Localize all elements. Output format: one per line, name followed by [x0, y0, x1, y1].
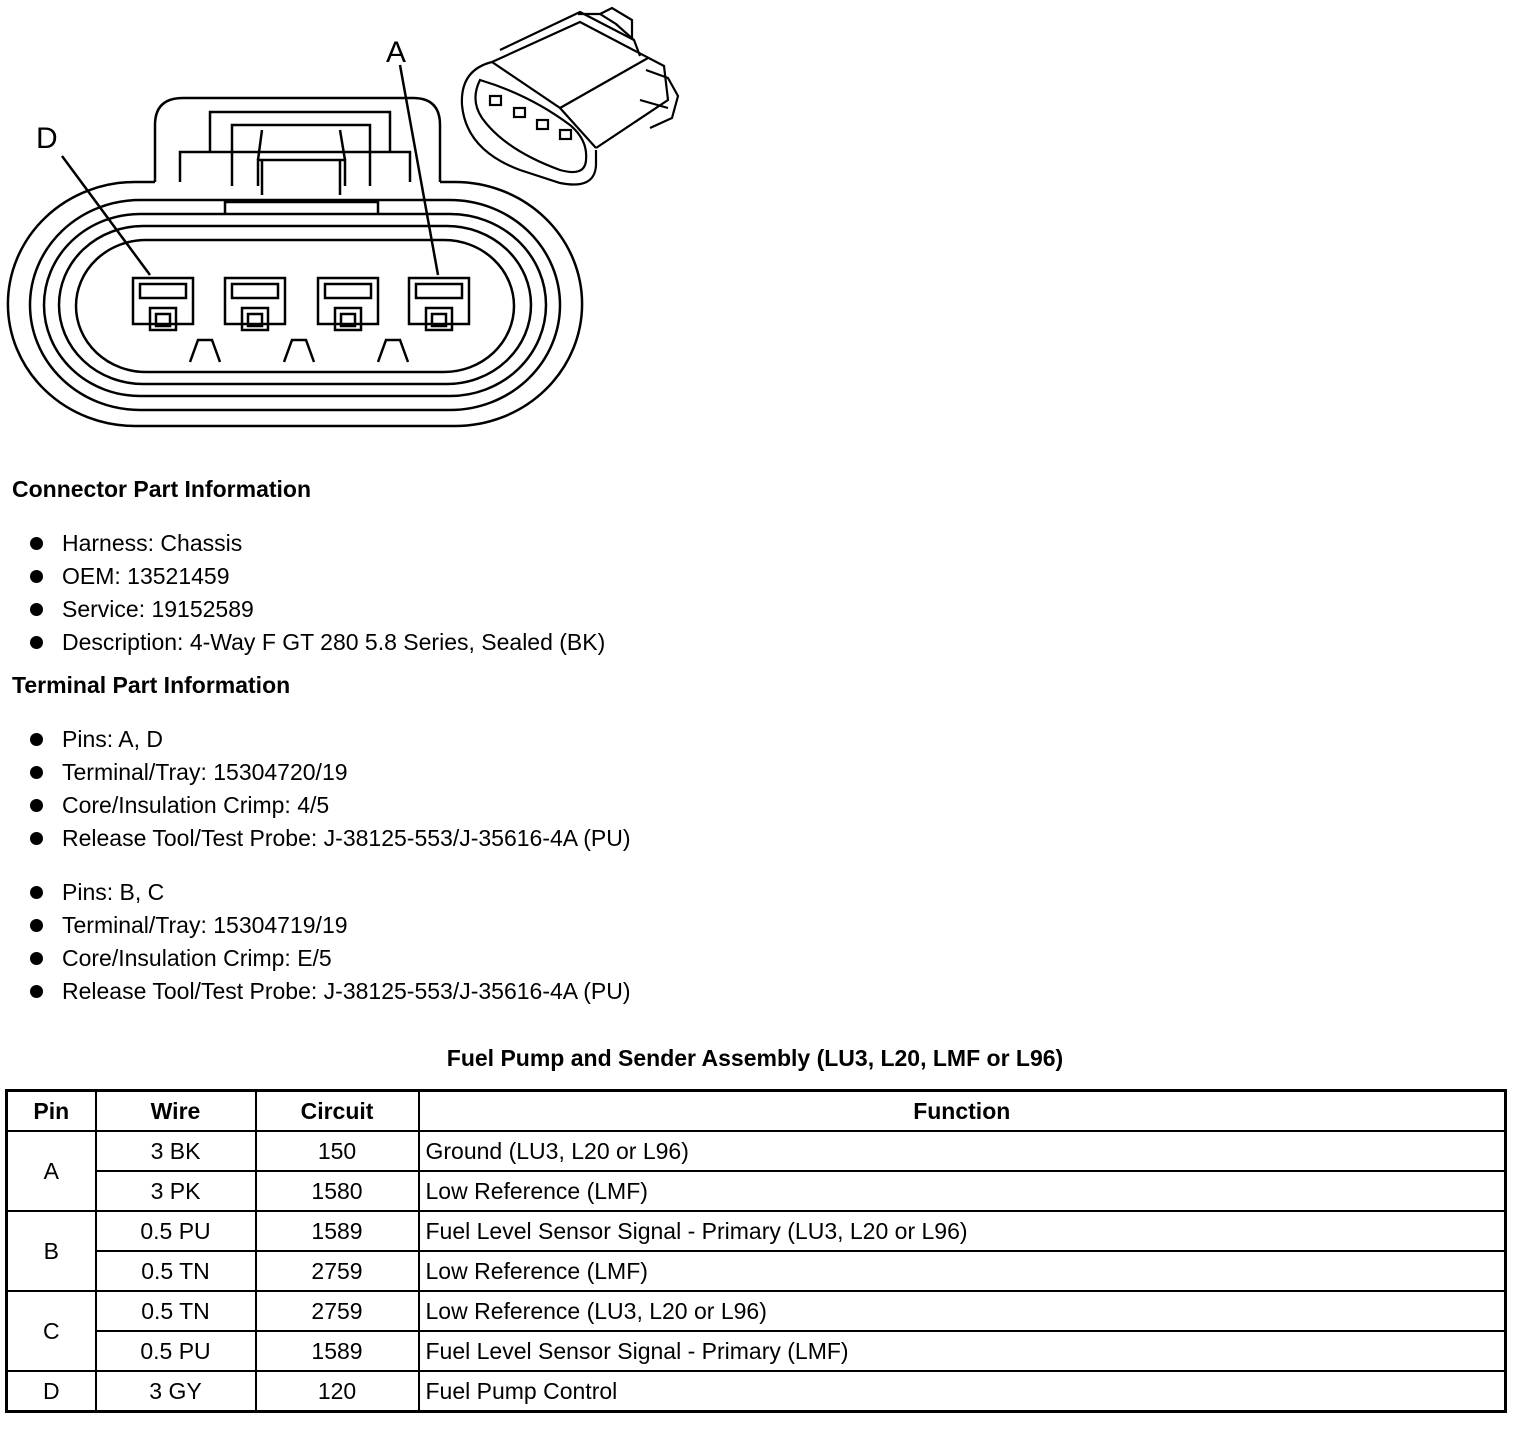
list-item: Release Tool/Test Probe: J-38125-553/J-3… — [28, 975, 631, 1008]
bullet-icon — [30, 832, 43, 845]
bullet-icon — [30, 733, 43, 746]
list-item: Terminal/Tray: 15304720/19 — [28, 756, 631, 789]
circuit-cell: 2759 — [254, 1250, 420, 1292]
bullet-icon — [30, 603, 43, 616]
list-item: Core/Insulation Crimp: 4/5 — [28, 789, 631, 822]
bullet-icon — [30, 919, 43, 932]
pin-cavity-d — [131, 276, 195, 332]
table-header-row: Pin Wire Circuit Function — [5, 1089, 1507, 1132]
table-row: 0.5 TN 2759 Low Reference (LMF) — [7, 1250, 1507, 1292]
bullet-icon — [30, 570, 43, 583]
wire-cell: 3 GY — [94, 1370, 257, 1413]
bullet-icon — [30, 886, 43, 899]
terminal-info-heading: Terminal Part Information — [12, 672, 291, 698]
pin-cavity-c — [223, 276, 287, 332]
table-row: 3 PK 1580 Low Reference (LMF) — [7, 1170, 1507, 1212]
function-cell: Fuel Level Sensor Signal - Primary (LMF) — [417, 1330, 1507, 1372]
table-row: C 0.5 TN 2759 Low Reference (LU3, L20 or… — [5, 1290, 1507, 1372]
pin-label-d: D — [36, 122, 58, 155]
function-cell: Fuel Level Sensor Signal - Primary (LU3,… — [417, 1210, 1507, 1252]
connector-diagram: A D — [6, 6, 680, 428]
column-header-wire: Wire — [94, 1089, 257, 1132]
wire-cell: 0.5 PU — [94, 1330, 257, 1372]
wire-cell: 0.5 TN — [94, 1250, 257, 1292]
function-cell: Low Reference (LMF) — [417, 1250, 1507, 1292]
wire-cell: 0.5 PU — [94, 1210, 257, 1252]
list-item: OEM: 13521459 — [28, 560, 605, 593]
connector-info-list: Harness: Chassis OEM: 13521459 Service: … — [28, 527, 605, 659]
table-row: A 3 BK 150 Ground (LU3, L20 or L96) — [5, 1130, 1507, 1212]
leader-line-d — [60, 155, 152, 276]
pin-label-a: A — [386, 36, 406, 69]
circuit-cell: 2759 — [254, 1290, 420, 1332]
list-item: Pins: B, C — [28, 876, 631, 909]
bullet-icon — [30, 537, 43, 550]
list-item: Release Tool/Test Probe: J-38125-553/J-3… — [28, 822, 631, 855]
function-cell: Ground (LU3, L20 or L96) — [417, 1130, 1507, 1172]
wire-cell: 3 PK — [94, 1170, 257, 1212]
list-item: Terminal/Tray: 15304719/19 — [28, 909, 631, 942]
list-item: Core/Insulation Crimp: E/5 — [28, 942, 631, 975]
wire-cell: 3 BK — [94, 1130, 257, 1172]
table-row: B 0.5 PU 1589 Fuel Level Sensor Signal -… — [5, 1210, 1507, 1292]
circuit-cell: 1589 — [254, 1330, 420, 1372]
table-row: D 3 GY 120 Fuel Pump Control — [5, 1370, 1507, 1413]
terminal-info-group-1: Pins: A, D Terminal/Tray: 15304720/19 Co… — [28, 723, 631, 855]
bullet-icon — [30, 636, 43, 649]
bullet-icon — [30, 799, 43, 812]
bullet-icon — [30, 766, 43, 779]
circuit-cell: 1589 — [254, 1210, 420, 1252]
circuit-cell: 150 — [254, 1130, 420, 1172]
list-item: Harness: Chassis — [28, 527, 605, 560]
function-cell: Fuel Pump Control — [417, 1370, 1507, 1413]
function-cell: Low Reference (LMF) — [417, 1170, 1507, 1212]
column-header-function: Function — [417, 1089, 1507, 1132]
list-item: Service: 19152589 — [28, 593, 605, 626]
column-header-circuit: Circuit — [254, 1089, 420, 1132]
column-header-pin: Pin — [5, 1089, 97, 1132]
circuit-cell: 1580 — [254, 1170, 420, 1212]
pin-cell: A — [5, 1130, 97, 1212]
bullet-icon — [30, 952, 43, 965]
connector-outer-shell — [6, 96, 584, 428]
pin-cell: B — [5, 1210, 97, 1292]
table-row: 0.5 PU 1589 Fuel Level Sensor Signal - P… — [7, 1330, 1507, 1372]
list-item: Pins: A, D — [28, 723, 631, 756]
connector-3d-icon — [460, 6, 680, 186]
leader-line-a — [398, 64, 440, 276]
pin-cell: C — [5, 1290, 97, 1372]
wire-cell: 0.5 TN — [94, 1290, 257, 1332]
list-item: Description: 4-Way F GT 280 5.8 Series, … — [28, 626, 605, 659]
bullet-icon — [30, 985, 43, 998]
function-cell: Low Reference (LU3, L20 or L96) — [417, 1290, 1507, 1332]
pin-cell: D — [5, 1370, 97, 1413]
terminal-info-group-2: Pins: B, C Terminal/Tray: 15304719/19 Co… — [28, 876, 631, 1008]
circuit-cell: 120 — [254, 1370, 420, 1413]
connector-info-heading: Connector Part Information — [12, 476, 312, 502]
table-title: Fuel Pump and Sender Assembly (LU3, L20,… — [446, 1045, 1064, 1071]
pin-cavity-b — [316, 276, 380, 332]
pin-cavity-a — [407, 276, 471, 332]
pinout-table: Pin Wire Circuit Function A 3 BK 150 Gro… — [5, 1089, 1507, 1413]
